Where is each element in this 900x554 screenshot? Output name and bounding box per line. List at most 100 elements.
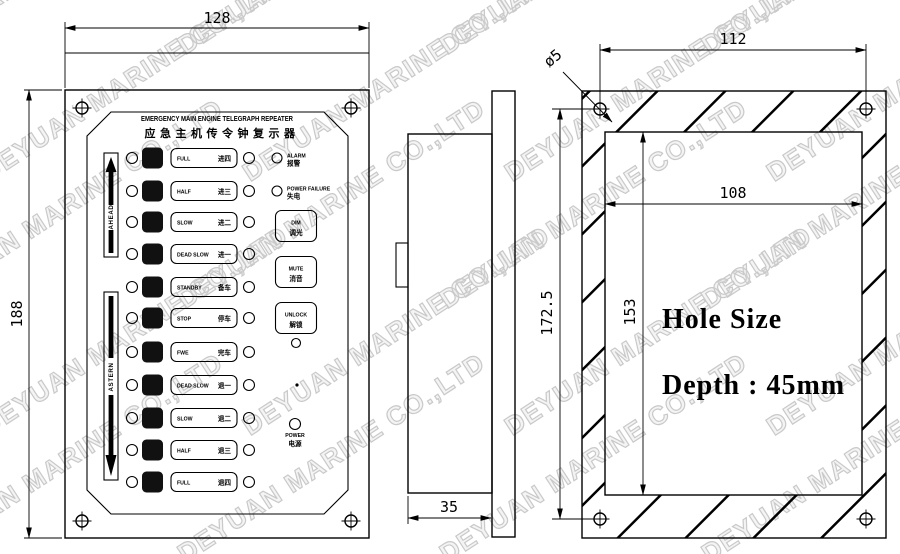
order-label-en: SLOW: [177, 220, 193, 226]
order-label-zh: 完车: [218, 348, 232, 357]
order-button: [142, 407, 163, 429]
row-lamp-left: [125, 378, 139, 392]
dim-hole-pitch-width: 112: [599, 30, 867, 100]
order-label-en: HALF: [177, 448, 191, 454]
order-label-zh: 退三: [218, 446, 232, 455]
row-lamp-right: [242, 443, 256, 457]
indicator-label-zh: 失电: [287, 192, 301, 201]
panel-title-zh: 应急主机传令钟复示器: [145, 126, 300, 140]
order-button: [142, 439, 163, 461]
order-label-en: STOP: [177, 316, 192, 322]
row-lamp-left: [125, 311, 139, 325]
dim-label-153: 153: [621, 298, 639, 325]
telegraph-row: DEAD SLOW 退一: [125, 374, 256, 396]
panel-title-en: EMERGENCY MAIN ENGINE TELEGRAPH REPEATER: [141, 116, 293, 123]
order-button: [142, 276, 163, 298]
side-body: [407, 133, 493, 494]
hole-size-note: Hole Size: [662, 304, 782, 335]
order-label-zh: 进三: [218, 187, 232, 196]
function-button-label-en: UNLOCK: [285, 313, 307, 319]
row-lamp-left: [125, 475, 139, 489]
order-button: [142, 243, 163, 265]
telegraph-row: FWE 完车: [125, 341, 256, 363]
dim-label-188: 188: [8, 300, 26, 327]
row-lamp-left: [125, 411, 139, 425]
order-label-box: [170, 439, 238, 461]
row-lamp-left: [125, 151, 139, 165]
ahead-label: AHEAD: [108, 204, 115, 229]
astern-arrow: ASTERN: [103, 291, 119, 481]
row-lamp-left: [125, 184, 139, 198]
order-label-zh: 进一: [218, 250, 232, 259]
lamp-icon: [271, 185, 283, 197]
hole-depth-note: Depth : 45mm: [662, 370, 845, 401]
arrow-up-icon: [105, 157, 117, 172]
power-label-zh: 电源: [288, 439, 302, 448]
dim-hole-pitch-height: 172.5: [538, 108, 592, 520]
dim-label-128: 128: [203, 9, 230, 27]
order-label-box: [170, 180, 238, 202]
row-lamp-right: [242, 280, 256, 294]
order-label-zh: 备车: [217, 283, 232, 292]
order-label-box: [170, 471, 238, 493]
dim-label-35: 35: [440, 498, 458, 516]
hole-diameter-callout: ø5: [540, 45, 613, 123]
order-label-zh: 退一: [218, 381, 232, 390]
order-label-zh: 停车: [218, 314, 232, 323]
dim-label-172-5: 172.5: [538, 290, 556, 335]
order-button: [142, 147, 163, 169]
order-label-en: FWE: [177, 350, 189, 356]
mounting-hole: [856, 99, 876, 119]
order-label-box: [170, 211, 238, 233]
mounting-hole: [341, 511, 361, 531]
mounting-hole: [72, 98, 92, 118]
row-lamp-right: [242, 184, 256, 198]
order-button: [142, 471, 163, 493]
cutout-view: 112 ø5 172.5 108 153: [538, 30, 887, 539]
dim-cutout-height: 153: [621, 131, 646, 496]
order-label-en: STANDBY: [177, 285, 202, 291]
cutout-outer-frame: [581, 90, 887, 539]
row-lamp-right: [242, 411, 256, 425]
ahead-arrow: AHEAD: [103, 152, 119, 258]
order-label-box: [170, 147, 238, 169]
telegraph-row: HALF 退三: [125, 439, 256, 461]
front-view: 128 188 EMERGENCY MAIN ENGINE TELEGRAPH …: [8, 9, 370, 539]
row-lamp-left: [125, 443, 139, 457]
function-button-label-en: DIM: [291, 221, 301, 227]
side-view: 35: [395, 90, 516, 538]
order-label-box: [170, 374, 238, 396]
side-face-plate: [491, 90, 516, 538]
dim-front-height: 188: [8, 89, 62, 539]
order-button: [142, 341, 163, 363]
row-lamp-left: [125, 247, 139, 261]
function-button-label-en: MUTE: [289, 267, 304, 273]
order-label-zh: 进二: [218, 218, 232, 227]
order-button: [142, 180, 163, 202]
order-label-en: DEAD SLOW: [177, 383, 209, 389]
row-lamp-left: [125, 215, 139, 229]
mounting-hole: [72, 511, 92, 531]
order-label-box: [170, 243, 238, 265]
dim-side-depth: 35: [407, 496, 492, 524]
telegraph-row: STOP 停车: [125, 307, 256, 329]
function-button-label-zh: 消音: [289, 274, 303, 283]
dim-label-dia5: ø5: [540, 45, 565, 70]
power-label-en: POWER: [285, 433, 305, 439]
unlock-lamp: [290, 337, 302, 349]
side-connector: [395, 242, 409, 288]
order-label-box: [170, 341, 238, 363]
row-lamp-right: [242, 151, 256, 165]
row-lamp-right: [242, 215, 256, 229]
order-button: [142, 374, 163, 396]
panel-dot: [295, 383, 299, 387]
mounting-hole: [341, 98, 361, 118]
